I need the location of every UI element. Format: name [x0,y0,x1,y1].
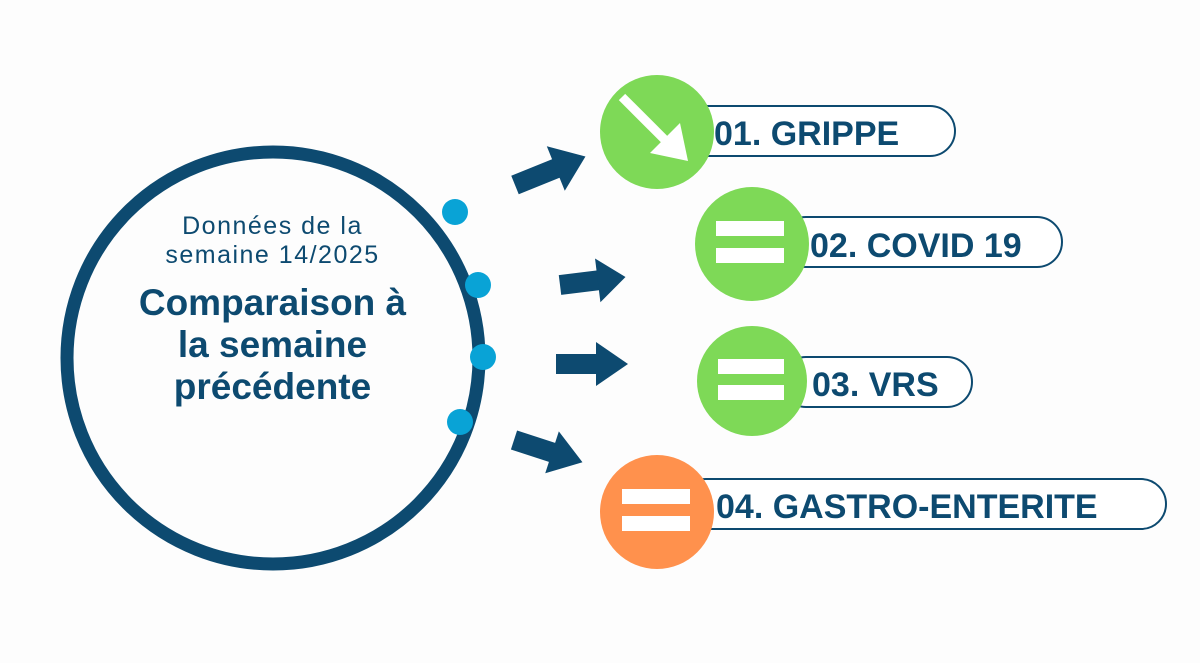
subtitle-line: semaine 14/2025 [165,241,380,269]
item-label: 04. GASTRO-ENTERITE [716,488,1098,526]
label-pill [780,216,1063,268]
trend-badge [600,75,714,189]
trend-badge [697,326,807,436]
ring-dot [447,409,473,435]
ring-dot [442,199,468,225]
arrow-icon [510,430,583,474]
equals-icon [716,221,784,236]
arrow-icon [558,258,626,303]
title: Comparaison à la semaine précédente [100,282,445,408]
ring-dot [470,344,496,370]
title-line: la semaine [177,324,368,365]
item-label: 03. VRS [812,366,939,404]
equals-icon [622,516,690,531]
arrow-icon [556,342,628,386]
trend-badge [695,187,809,301]
subtitle-line: Données de la [182,212,363,240]
ring-dot [465,272,491,298]
arrow-icon [511,146,586,195]
arrow-down-right-icon [618,93,688,161]
item-label: 02. COVID 19 [810,227,1022,265]
title-line: précédente [173,366,372,407]
equals-icon [718,385,784,400]
center-text: Données de la semaine 14/2025 Comparaiso… [100,212,445,408]
equals-icon [718,359,784,374]
label-pill [780,356,973,408]
equals-icon [622,489,690,504]
subtitle: Données de la semaine 14/2025 [100,212,445,270]
trend-badge [600,455,714,569]
item-label: 01. GRIPPE [714,115,900,153]
equals-icon [716,248,784,263]
label-pill [680,105,956,157]
title-line: Comparaison à [138,282,407,323]
label-pill [680,478,1167,530]
